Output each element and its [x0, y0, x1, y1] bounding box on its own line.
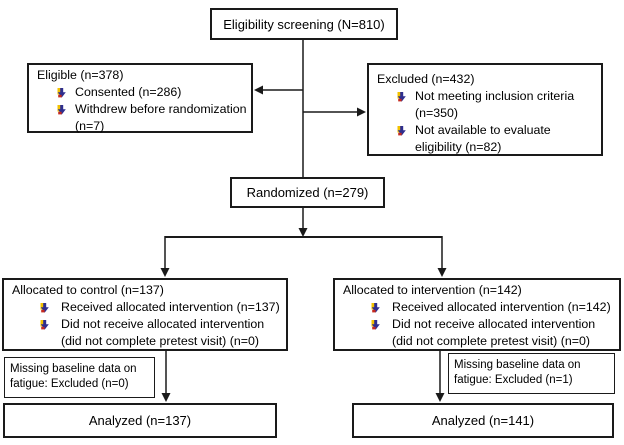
multicolor-down-arrow-bullet-icon — [40, 319, 49, 330]
list-item: Received allocated intervention (n=137) — [40, 299, 284, 316]
list-item-label: Consented (n=286) — [75, 85, 182, 99]
missing-baseline-control-label: Missing baseline data on fatigue: Exclud… — [10, 363, 137, 390]
missing-baseline-intervention-box: Missing baseline data on fatigue: Exclud… — [448, 353, 615, 394]
eligible-box: Eligible (n=378) Consented (n=286) Withd… — [27, 63, 253, 133]
allocated-intervention-list: Received allocated intervention (n=142) … — [343, 299, 617, 350]
eligible-list: Consented (n=286) Withdrew before random… — [37, 84, 249, 135]
multicolor-down-arrow-bullet-icon — [57, 104, 66, 115]
arrow-intervention-to-analyzed — [435, 351, 445, 402]
allocated-intervention-title: Allocated to intervention (n=142) — [343, 283, 522, 297]
list-item-label: Not available to evaluate eligibility (n… — [415, 123, 551, 154]
list-item: Withdrew before randomization (n=7) — [57, 101, 249, 135]
randomized-label: Randomized (n=279) — [246, 185, 369, 200]
excluded-title: Excluded (n=432) — [377, 72, 475, 86]
list-item-label: Withdrew before randomization (n=7) — [75, 102, 247, 133]
list-item: Did not receive allocated intervention (… — [40, 316, 284, 350]
randomized-box: Randomized (n=279) — [230, 177, 385, 208]
analyzed-control-label: Analyzed (n=137) — [88, 413, 192, 428]
list-item: Did not receive allocated intervention (… — [371, 316, 617, 350]
eligibility-screening-box: Eligibility screening (N=810) — [210, 8, 398, 40]
analyzed-intervention-box: Analyzed (n=141) — [352, 403, 614, 438]
list-item-label: Received allocated intervention (n=137) — [61, 300, 280, 314]
list-item-label: Received allocated intervention (n=142) — [392, 300, 611, 314]
missing-baseline-intervention-label: Missing baseline data on fatigue: Exclud… — [454, 359, 581, 386]
analyzed-intervention-label: Analyzed (n=141) — [431, 413, 535, 428]
analyzed-control-box: Analyzed (n=137) — [3, 403, 277, 438]
multicolor-down-arrow-bullet-icon — [371, 302, 380, 313]
arrow-split-to-control — [160, 236, 170, 277]
excluded-list: Not meeting inclusion criteria (n=350) N… — [377, 88, 599, 156]
list-item-label: Did not receive allocated intervention (… — [61, 317, 265, 348]
list-item-label: Did not receive allocated intervention (… — [392, 317, 596, 348]
multicolor-down-arrow-bullet-icon — [40, 302, 49, 313]
list-item: Not available to evaluate eligibility (n… — [397, 122, 599, 156]
list-item: Not meeting inclusion criteria (n=350) — [397, 88, 599, 122]
list-item-label: Not meeting inclusion criteria (n=350) — [415, 89, 575, 120]
allocated-intervention-box: Allocated to intervention (n=142) Receiv… — [333, 278, 621, 351]
multicolor-down-arrow-bullet-icon — [397, 125, 406, 136]
eligibility-screening-label: Eligibility screening (N=810) — [223, 16, 385, 32]
allocated-control-box: Allocated to control (n=137) Received al… — [2, 278, 288, 351]
missing-baseline-control-box: Missing baseline data on fatigue: Exclud… — [4, 357, 155, 398]
list-item: Received allocated intervention (n=142) — [371, 299, 617, 316]
arrow-split-to-intervention — [437, 236, 447, 277]
allocated-control-title: Allocated to control (n=137) — [12, 283, 164, 297]
excluded-box: Excluded (n=432) Not meeting inclusion c… — [367, 63, 603, 156]
multicolor-down-arrow-bullet-icon — [57, 87, 66, 98]
list-item: Consented (n=286) — [57, 84, 249, 101]
multicolor-down-arrow-bullet-icon — [371, 319, 380, 330]
eligible-title: Eligible (n=378) — [37, 68, 124, 82]
arrow-control-to-analyzed — [161, 351, 171, 402]
arrow-to-excluded — [303, 107, 366, 117]
arrow-to-eligible — [254, 85, 303, 95]
multicolor-down-arrow-bullet-icon — [397, 91, 406, 102]
arrow-randomized-to-split — [298, 208, 308, 237]
allocated-control-list: Received allocated intervention (n=137) … — [12, 299, 284, 350]
